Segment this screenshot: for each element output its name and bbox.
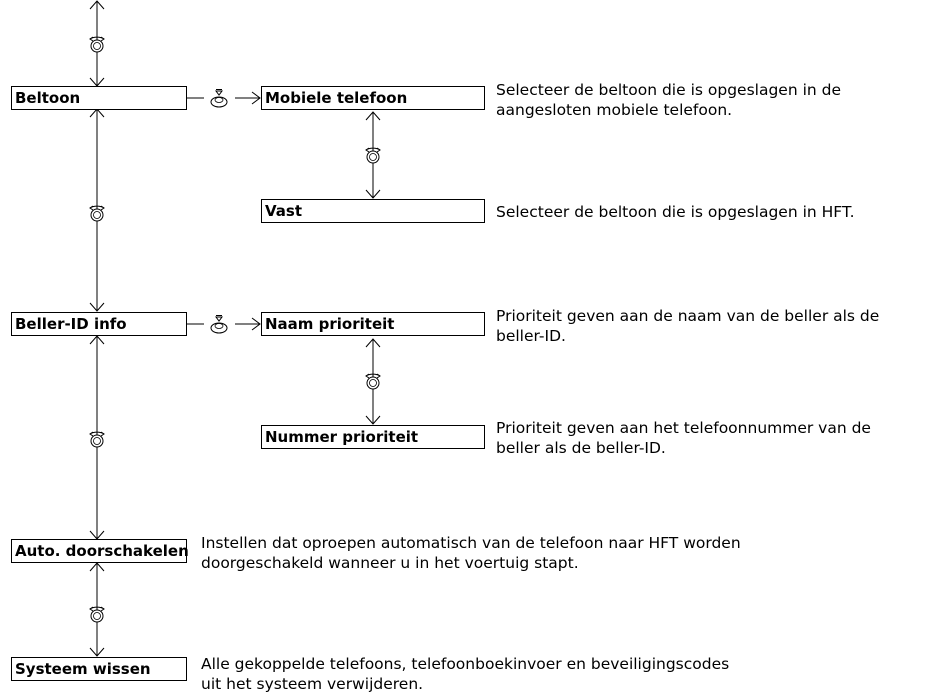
menu-item-mobiele-telefoon: Mobiele telefoon [261,86,485,110]
press-knob-icon [210,315,228,334]
description-line: Selecteer de beltoon die is opgeslagen i… [496,203,855,221]
menu-item-vast: Vast [261,199,485,223]
description-line: beller-ID. [496,327,566,345]
description-line: aangesloten mobiele telefoon. [496,101,733,119]
description-line: Instellen dat oproepen automatisch van d… [201,534,741,552]
menu-item-beller-id-info: Beller-ID info [11,312,187,336]
description-systeem-wissen: Alle gekoppelde telefoons, telefoonboeki… [201,654,729,694]
bellerid-submenu-connector [187,317,261,331]
description-line: Prioriteit geven aan de naam van de bell… [496,307,880,325]
description-vast: Selecteer de beltoon die is opgeslagen i… [496,202,855,222]
press-knob-icon [210,89,228,108]
description-line: Prioriteit geven aan het telefoonnummer … [496,419,871,437]
description-auto-doorschakelen: Instellen dat oproepen automatisch van d… [201,533,741,573]
menu-item-nummer-prioriteit: Nummer prioriteit [261,425,485,449]
description-line: beller als de beller-ID. [496,439,666,457]
menu-item-beltoon: Beltoon [11,86,187,110]
menu-item-naam-prioriteit: Naam prioriteit [261,312,485,336]
menu-item-systeem-wissen: Systeem wissen [11,657,187,681]
menu-item-auto-doorschakelen: Auto. doorschakelen [11,539,189,563]
description-line: uit het systeem verwijderen. [201,675,424,693]
description-nummer-prioriteit: Prioriteit geven aan het telefoonnummer … [496,418,871,458]
description-naam-prioriteit: Prioriteit geven aan de naam van de bell… [496,306,879,346]
description-line: Alle gekoppelde telefoons, telefoonboeki… [201,655,730,673]
description-line: Selecteer de beltoon die is opgeslagen i… [496,81,842,99]
description-line: doorgeschakeld wanneer u in het voertuig… [201,554,579,572]
beltoon-submenu-connector [187,91,261,105]
description-mobiele-telefoon: Selecteer de beltoon die is opgeslagen i… [496,80,841,120]
